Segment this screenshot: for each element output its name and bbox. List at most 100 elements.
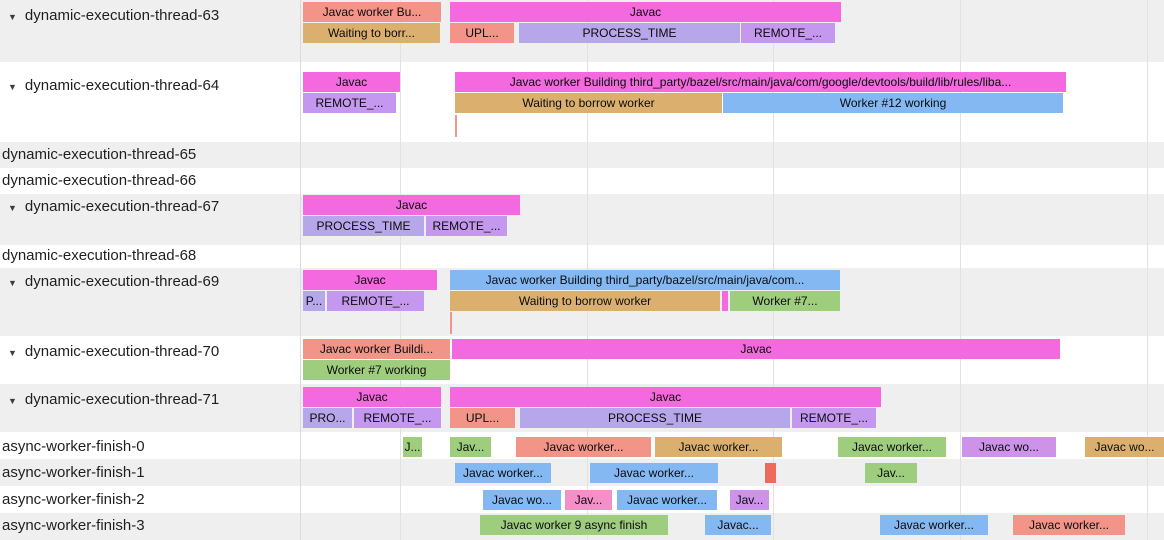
trace-slice[interactable]: Javac worker Building third_party/bazel/… [455,72,1066,92]
trace-slice[interactable]: Waiting to borr... [303,23,440,43]
row-expand-arrow-icon[interactable]: ▼ [8,348,17,358]
trace-slice-label: J... [404,440,421,454]
trace-slice-label: Jav... [877,466,905,480]
trace-slice[interactable]: Javac [303,72,400,92]
trace-slice[interactable]: Javac worker Buildi... [303,339,450,359]
trace-slice[interactable]: P... [303,291,325,311]
trace-slice-label: PRO... [309,411,346,425]
thread-label[interactable]: dynamic-execution-thread-65 [2,147,196,163]
thread-label[interactable]: async-worker-finish-1 [2,465,145,481]
trace-tick[interactable] [455,115,457,137]
trace-slice[interactable]: Javac [303,195,520,215]
trace-slice[interactable]: Javac [303,270,437,290]
trace-slice-label: Javac worker Buildi... [319,342,434,356]
trace-slice-label: Javac [354,273,386,287]
trace-slice[interactable]: UPL... [450,408,515,428]
trace-slice[interactable]: PROCESS_TIME [520,408,790,428]
trace-slice[interactable]: Waiting to borrow worker [455,93,722,113]
row-stripe [0,459,1164,486]
trace-slice[interactable]: PROCESS_TIME [303,216,424,236]
trace-slice[interactable]: Worker #7 working [303,360,450,380]
row-expand-arrow-icon[interactable]: ▼ [8,278,17,288]
trace-slice[interactable]: Jav... [565,490,612,510]
row-expand-arrow-icon[interactable]: ▼ [8,396,17,406]
trace-slice-label: Javac... [717,518,759,532]
trace-slice[interactable]: Waiting to borrow worker [450,291,720,311]
trace-slice[interactable]: Javac worker... [590,463,718,483]
trace-slice[interactable]: REMOTE_... [741,23,835,43]
trace-slice[interactable]: Worker #12 working [723,93,1063,113]
trace-slice[interactable]: PROCESS_TIME [519,23,740,43]
thread-label[interactable]: dynamic-execution-thread-66 [2,173,196,189]
trace-slice[interactable]: Jav... [730,490,769,510]
trace-slice-label: Javac worker... [462,466,544,480]
thread-label[interactable]: async-worker-finish-2 [2,492,145,508]
trace-slice-label: Javac worker... [893,518,975,532]
row-stripe [0,194,1164,245]
trace-slice[interactable]: J... [403,437,422,457]
thread-label[interactable]: ▼ dynamic-execution-thread-67 [8,199,219,215]
trace-slice[interactable]: REMOTE_... [354,408,441,428]
row-stripe [0,245,1164,268]
trace-slice[interactable]: Jav... [450,437,491,457]
trace-slice[interactable]: Javac [303,387,441,407]
timeline-gridline [1147,0,1148,540]
thread-name: dynamic-execution-thread-68 [2,247,197,264]
thread-name: dynamic-execution-thread-65 [2,146,197,163]
thread-label[interactable]: ▼ dynamic-execution-thread-64 [8,78,219,94]
thread-label[interactable]: async-worker-finish-3 [2,518,145,534]
trace-slice[interactable]: Javac worker... [838,437,946,457]
trace-slice[interactable] [765,463,776,483]
trace-slice-label: Javac worker... [543,440,624,454]
trace-slice[interactable]: REMOTE_... [327,291,424,311]
trace-slice[interactable]: Javac wo... [1085,437,1164,457]
trace-slice[interactable]: Javac worker Building third_party/bazel/… [450,270,840,290]
trace-slice-label: Javac worker... [851,440,933,454]
thread-name: dynamic-execution-thread-63 [24,7,220,24]
trace-slice[interactable]: Javac [450,2,841,22]
trace-slice-label: Javac [395,198,428,212]
trace-slice[interactable]: Javac wo... [483,490,561,510]
trace-slice[interactable]: Javac worker... [516,437,651,457]
trace-slice[interactable]: Javac worker... [455,463,551,483]
trace-slice-label: PROCESS_TIME [582,26,677,40]
trace-slice-label: Javac worker... [613,466,695,480]
thread-name: dynamic-execution-thread-69 [24,273,220,290]
trace-slice[interactable]: Javac worker... [1013,515,1125,535]
trace-slice[interactable]: Jav... [865,463,917,483]
row-expand-arrow-icon[interactable]: ▼ [8,203,17,213]
trace-slice[interactable]: Javac [452,339,1060,359]
thread-label[interactable]: dynamic-execution-thread-68 [2,248,196,264]
trace-slice-label: Javac [335,75,368,89]
row-expand-arrow-icon[interactable]: ▼ [8,82,17,92]
trace-slice-label: Javac worker Building third_party/bazel/… [509,75,1012,89]
row-expand-arrow-icon[interactable]: ▼ [8,12,17,22]
thread-label[interactable]: ▼ dynamic-execution-thread-69 [8,274,219,290]
trace-slice[interactable]: Javac worker... [880,515,988,535]
trace-slice[interactable]: Javac worker... [655,437,782,457]
thread-label[interactable]: ▼dynamic-execution-thread-70 [8,344,219,360]
trace-slice[interactable]: REMOTE_... [426,216,507,236]
trace-slice[interactable]: Javac [450,387,881,407]
trace-slice-label: Javac worker Building third_party/bazel/… [485,273,805,287]
trace-slice[interactable]: PRO... [303,408,352,428]
trace-slice[interactable]: Javac worker 9 async finish [480,515,668,535]
trace-slice[interactable]: Javac worker... [617,490,717,510]
thread-name: dynamic-execution-thread-64 [24,77,220,94]
trace-slice-label: P... [305,294,323,308]
trace-slice[interactable]: Worker #7... [730,291,840,311]
thread-label[interactable]: async-worker-finish-0 [2,439,145,455]
thread-label[interactable]: ▼dynamic-execution-thread-71 [8,392,219,408]
trace-slice[interactable]: Javac... [705,515,771,535]
trace-slice[interactable]: Javac wo... [962,437,1056,457]
trace-slice[interactable]: REMOTE_... [792,408,876,428]
thread-label[interactable]: ▼ dynamic-execution-thread-63 [8,8,219,24]
trace-slice[interactable]: UPL... [450,23,514,43]
trace-slice[interactable] [722,291,728,311]
trace-slice[interactable]: REMOTE_... [303,93,396,113]
thread-name: dynamic-execution-thread-67 [24,198,220,215]
trace-slice[interactable]: Javac worker Bu... [303,2,441,22]
trace-slice-label: Javac worker Bu... [322,5,422,19]
trace-tick[interactable] [450,312,452,334]
